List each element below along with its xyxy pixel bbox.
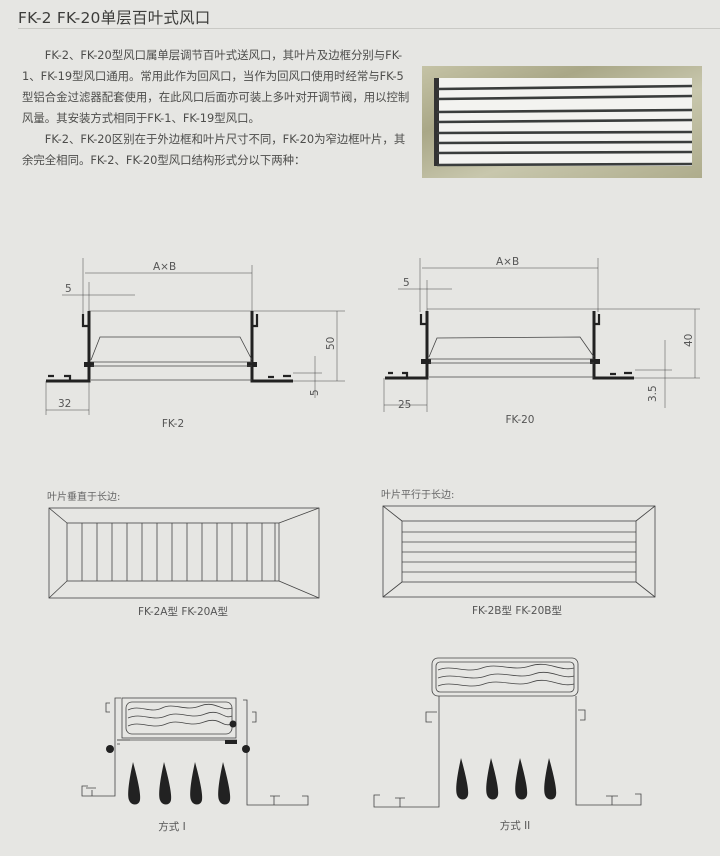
install-method-1-caption: 方式 I: [158, 821, 186, 833]
fk20-caption: FK-20: [505, 414, 535, 426]
grille-photo: [422, 66, 702, 178]
page-title: FK-2 FK-20单层百叶式风口: [18, 9, 211, 27]
fk2-lip-dim: 5: [65, 283, 72, 295]
fk2a-face-drawing: [48, 507, 320, 599]
install-method-2-drawing: [373, 657, 642, 808]
install-method-1-drawing: [81, 697, 309, 806]
horizontal-blades-label: 叶片平行于长边:: [381, 490, 455, 501]
description-text: FK-2、FK-20型风口属单层调节百叶式送风口，其叶片及边框分别与FK-1、F…: [22, 45, 414, 171]
paragraph-2: FK-2、FK-20区别在于外边框和叶片尺寸不同，FK-20为窄边框叶片，其余完…: [22, 132, 406, 167]
fk20-flange-dim: 25: [398, 399, 411, 411]
fk20-lip-dim: 5: [403, 277, 410, 289]
airflow-indicators: [128, 758, 557, 805]
fk2-step-dim: 5: [309, 389, 321, 396]
fk20-height-dim: 40: [683, 334, 695, 347]
fk2-flange-dim: 32: [58, 398, 71, 410]
fk2-width-dim: A×B: [153, 261, 176, 273]
title-divider: [18, 28, 720, 29]
fk2-caption: FK-2: [161, 418, 185, 430]
fk20-section-drawing: [383, 258, 700, 412]
vertical-blades-label: 叶片垂直于长边:: [47, 492, 121, 503]
install-method-2-caption: 方式 II: [499, 820, 531, 832]
paragraph-1: FK-2、FK-20型风口属单层调节百叶式送风口，其叶片及边框分别与FK-1、F…: [22, 48, 410, 125]
fk2-height-dim: 50: [325, 337, 337, 350]
fk2b-face-drawing: [382, 505, 656, 598]
fk20-width-dim: A×B: [496, 256, 519, 268]
fk2b-caption: FK-2B型 FK-20B型: [471, 605, 563, 617]
fk20-step-dim: 3.5: [647, 385, 659, 402]
fk2-section-drawing: [45, 258, 345, 415]
fk2a-caption: FK-2A型 FK-20A型: [138, 606, 228, 618]
